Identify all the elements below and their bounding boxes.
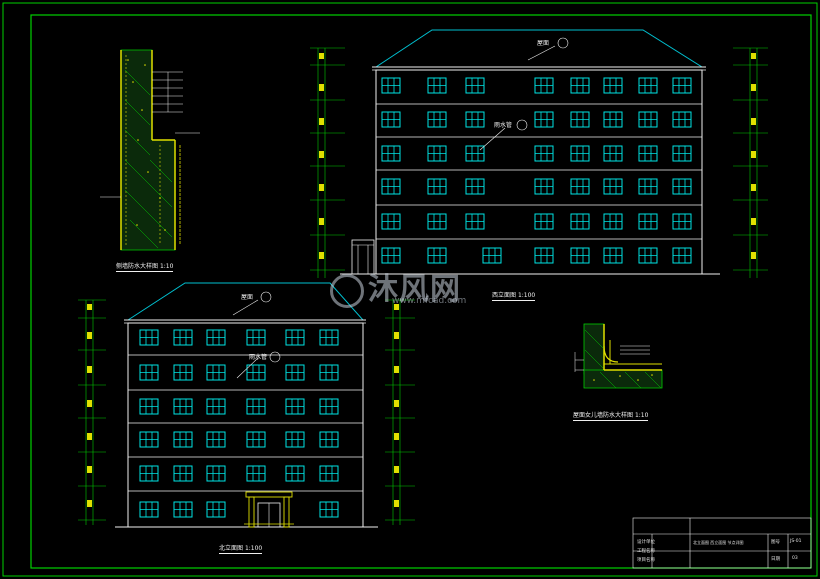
west-window-grid (381, 77, 692, 264)
north-elevation-title: 北立面图 1:100 (219, 543, 263, 554)
inner-border (30, 14, 812, 569)
side-detail-scale: 1:10 (159, 263, 174, 270)
west-elevation-title: 西立面图 1:100 (492, 290, 536, 301)
parapet-detail-title: 屋面女儿墙防水大样图 1:10 (573, 410, 649, 421)
tb-rev: 03 (792, 556, 798, 561)
side-detail-title: 侧墙防水大样图 1:10 (116, 261, 174, 272)
watermark-logo: 沐风网 (330, 264, 461, 308)
parapet-detail (574, 323, 663, 389)
side-detail-title-text: 侧墙防水大样图 (116, 263, 159, 270)
west-right-level-ladder (733, 47, 768, 278)
side-wall-detail (100, 49, 200, 251)
parapet-detail-scale: 1:10 (634, 412, 649, 419)
north-roof-tag: 屋面 (241, 294, 254, 301)
west-elevation-title-text: 西立面图 (492, 292, 517, 299)
north-window-grid (139, 329, 339, 518)
west-left-level-ladder (310, 47, 345, 278)
west-porch-steps (352, 244, 374, 274)
tb-date-label: 日期 (771, 557, 780, 562)
north-right-level-ladder (385, 299, 415, 525)
north-elevation-scale: 1:100 (244, 545, 263, 552)
parapet-detail-title-text: 屋面女儿墙防水大样图 (573, 412, 634, 419)
west-elevation-scale: 1:100 (517, 292, 536, 299)
tb-sheet-label: 图号 (771, 540, 780, 545)
entrance-portico (244, 491, 294, 528)
watermark-url: www.mfcad.com (392, 296, 467, 306)
tb-row2: 工程名称 (637, 549, 655, 554)
north-left-level-ladder (78, 299, 106, 525)
tb-row1: 设计单位 (637, 540, 655, 545)
west-gutter-tag: 雨水管 (494, 122, 513, 129)
watermark-brand: 沐风网 (368, 272, 461, 307)
north-elevation (78, 282, 415, 528)
tb-sheet-no: JS-01 (790, 539, 802, 544)
west-elevation (310, 29, 768, 278)
title-block-frame (632, 517, 812, 569)
north-gutter-tag: 雨水管 (249, 354, 268, 361)
tb-center: 北立面图 西立面图 节点详图 (693, 540, 744, 545)
tb-row3: 项目名称 (637, 558, 655, 563)
north-elevation-title-text: 北立面图 (219, 545, 244, 552)
watermark-circle-icon (330, 273, 364, 308)
west-roof-tag: 屋面 (537, 40, 550, 47)
